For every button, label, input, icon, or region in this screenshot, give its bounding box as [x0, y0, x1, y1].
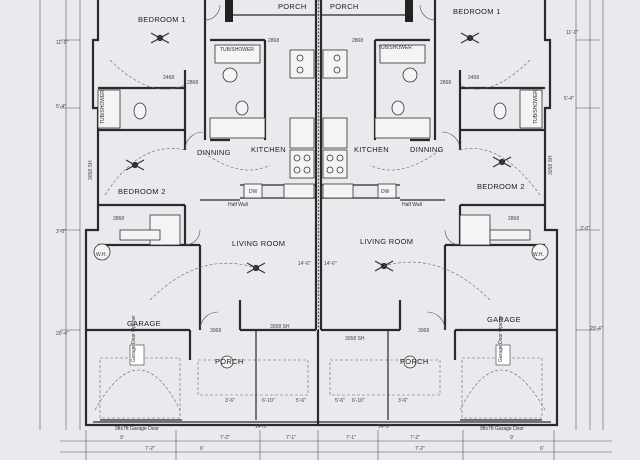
porch-bottom-left-label: PORCH [215, 357, 244, 366]
dim-7-1-right: 7'-1" [346, 435, 356, 441]
dim-3-6-right: 3'-6" [398, 398, 408, 404]
dim-9-right: 9' [510, 435, 514, 441]
dim-7-2-right: 7'-2" [410, 435, 420, 441]
door-tag-2868-e: 2868 [113, 216, 124, 222]
garage-door-left-label: 9ftx7ft Garage Door [115, 426, 159, 432]
porch-bottom-right-label: PORCH [400, 357, 429, 366]
kitchen-right-label: KITCHEN [354, 145, 389, 154]
window-tag-3058-b: 3058 SH [345, 336, 365, 342]
opener-right-label: Garage Door Opener [498, 315, 504, 362]
interior-walls-right [321, 0, 557, 360]
door-tag-2868-b: 2868 [352, 38, 363, 44]
ceiling-fans [125, 32, 512, 274]
dim-14-9-right: 14'-9" [378, 424, 391, 430]
dim-6-bottom-right: 6' [540, 446, 544, 452]
dim-5-6-right: 5'-6" [335, 398, 345, 404]
half-wall-right-label: Half Wall [402, 202, 422, 208]
wh-left-label: W.H. [96, 252, 107, 258]
door-swings [184, 4, 461, 331]
bedroom2-right-label: BEDROOM 2 [477, 182, 525, 191]
living-right-label: LIVING ROOM [360, 237, 413, 246]
garages [99, 330, 543, 421]
fixtures-left [93, 44, 315, 261]
dim-5-6-left: 5'-6" [296, 398, 306, 404]
dim-3-0-right: 3'-0" [580, 226, 590, 232]
tub-shower-left-label: TUB/SHOWER [220, 47, 254, 53]
tub-shower-right-label: TUB/SHOWER [378, 45, 412, 51]
dim-7-1-left: 7'-1" [286, 435, 296, 441]
tub-shower-left2-label: TUB/SHOWER [100, 90, 106, 124]
wiring-arcs [94, 59, 546, 411]
dining-right-label: DINNING [410, 145, 444, 154]
dim-7-2-bottom-right: 7'-2" [415, 446, 425, 452]
dimension-lines [39, 0, 612, 460]
tub-shower-right2-label: TUB/SHOWER [533, 90, 539, 124]
dim-6-bottom-left: 6' [200, 446, 204, 452]
door-tag-2868-a: 2868 [268, 38, 279, 44]
porch-top-left-label: PORCH [278, 2, 307, 11]
dim-14-9-left: 14'-9" [255, 424, 268, 430]
garage-right-label: GARAGE [487, 315, 521, 324]
living-left-label: LIVING ROOM [232, 239, 285, 248]
dim-6-10-left: 6'-10" [262, 398, 275, 404]
window-tag-3058-c: 3058 SH [88, 160, 94, 180]
dim-6-10-right: 6'-10" [352, 398, 365, 404]
door-tag-2868-d: 2868 [440, 80, 451, 86]
top-porch-area [225, 0, 413, 22]
garage-door-right-label: 9ftx7ft Garage Door [480, 426, 524, 432]
dim-9-left: 9' [120, 435, 124, 441]
porch-top-right-label: PORCH [330, 2, 359, 11]
fixtures-right [322, 44, 549, 261]
dining-left-label: DINNING [197, 148, 231, 157]
dw-right-label: DW [381, 189, 390, 195]
dim-11-0-right: 11'-0" [566, 30, 579, 36]
dim-3-6-left: 3'-6" [225, 398, 235, 404]
dim-7-2-bottom-left: 7'-2" [145, 446, 155, 452]
bedroom1-left-label: BEDROOM 1 [138, 15, 186, 24]
dw-left-label: DW [249, 189, 258, 195]
dim-3-0-left: 3'-0" [56, 229, 66, 235]
window-tag-3058-d: 3058 SH [548, 155, 554, 175]
door-tag-2868-f: 2868 [508, 216, 519, 222]
door-tag-2868-c: 2868 [187, 80, 198, 86]
dim-20-4-right: 20'-4" [590, 326, 603, 332]
garage-left-label: GARAGE [127, 319, 161, 328]
kitchen-left-label: KITCHEN [251, 145, 286, 154]
dim-5-4-left: 5'-4" [56, 104, 66, 110]
door-tag-2468-a: 2468 [163, 75, 174, 81]
door-tag-3068-b: 3068 [418, 328, 429, 334]
wh-right-label: W.H. [533, 252, 544, 258]
window-tag-3058-a: 3058 SH [270, 324, 290, 330]
dim-5-4-right: 5'-4" [564, 96, 574, 102]
door-tag-3068-a: 3068 [210, 328, 221, 334]
dim-14-6-left: 14'-6" [298, 261, 311, 267]
opener-left-label: Garage Door Opener [131, 315, 137, 362]
door-tag-2468-b: 2468 [468, 75, 479, 81]
dim-14-6-right: 14'-6" [324, 261, 337, 267]
dim-7-2-left: 7'-2" [220, 435, 230, 441]
bedroom1-right-label: BEDROOM 1 [453, 7, 501, 16]
dim-11-0-left: 11'-0" [56, 40, 69, 46]
half-wall-left-label: Half Wall [228, 202, 248, 208]
bedroom2-left-label: BEDROOM 2 [118, 187, 166, 196]
dim-20-4-left: 20'-4" [56, 331, 69, 337]
